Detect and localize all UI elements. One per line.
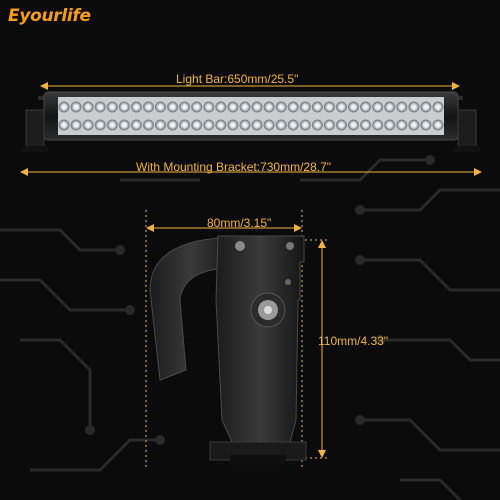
led-icon — [311, 101, 323, 113]
led-icon — [347, 119, 359, 131]
led-icon — [215, 119, 227, 131]
led-icon — [106, 101, 118, 113]
led-icon — [275, 119, 287, 131]
led-icon — [227, 101, 239, 113]
led-icon — [384, 119, 396, 131]
led-icon — [130, 119, 142, 131]
led-icon — [118, 101, 130, 113]
led-icon — [432, 119, 444, 131]
led-icon — [335, 119, 347, 131]
led-icon — [118, 119, 130, 131]
led-icon — [179, 101, 191, 113]
led-icon — [323, 119, 335, 131]
led-icon — [287, 119, 299, 131]
circuit-nodes — [85, 155, 435, 445]
led-icon — [167, 119, 179, 131]
bracket-width-label: 80mm/3.15" — [207, 216, 272, 230]
led-icon — [311, 119, 323, 131]
led-icon — [396, 101, 408, 113]
led-icon — [263, 119, 275, 131]
mounting-bracket — [149, 235, 307, 465]
led-icon — [263, 101, 275, 113]
led-icon — [432, 101, 444, 113]
led-icon — [203, 101, 215, 113]
led-icon — [167, 101, 179, 113]
led-icon — [335, 101, 347, 113]
led-array — [58, 101, 444, 131]
led-icon — [287, 101, 299, 113]
light-bar — [22, 91, 480, 152]
led-icon — [215, 101, 227, 113]
led-icon — [347, 101, 359, 113]
led-icon — [360, 119, 372, 131]
led-icon — [143, 101, 155, 113]
led-icon — [70, 119, 82, 131]
led-icon — [239, 101, 251, 113]
led-icon — [155, 101, 167, 113]
led-icon — [227, 119, 239, 131]
led-icon — [323, 101, 335, 113]
led-icon — [94, 119, 106, 131]
led-icon — [372, 119, 384, 131]
brand-logo: Eyourlife — [8, 6, 91, 26]
circuit-traces — [0, 158, 500, 500]
led-icon — [384, 101, 396, 113]
led-icon — [360, 101, 372, 113]
bracket-height-label: 110mm/4.33" — [318, 334, 389, 348]
led-icon — [155, 119, 167, 131]
led-icon — [143, 119, 155, 131]
led-icon — [408, 119, 420, 131]
led-icon — [420, 119, 432, 131]
led-icon — [106, 119, 118, 131]
led-icon — [396, 119, 408, 131]
led-icon — [420, 101, 432, 113]
light-bar-dimension-label: Light Bar:650mm/25.5" — [176, 72, 299, 86]
led-icon — [275, 101, 287, 113]
led-icon — [82, 119, 94, 131]
led-icon — [191, 101, 203, 113]
led-icon — [130, 101, 142, 113]
led-icon — [251, 101, 263, 113]
led-icon — [58, 119, 70, 131]
led-icon — [299, 119, 311, 131]
led-icon — [58, 101, 70, 113]
led-icon — [372, 101, 384, 113]
led-icon — [82, 101, 94, 113]
led-icon — [179, 119, 191, 131]
led-icon — [299, 101, 311, 113]
led-icon — [408, 101, 420, 113]
led-icon — [251, 119, 263, 131]
led-icon — [239, 119, 251, 131]
led-icon — [203, 119, 215, 131]
led-icon — [191, 119, 203, 131]
led-icon — [94, 101, 106, 113]
led-icon — [70, 101, 82, 113]
mounting-bracket-dimension-label: With Mounting Bracket:730mm/28.7" — [136, 160, 332, 174]
